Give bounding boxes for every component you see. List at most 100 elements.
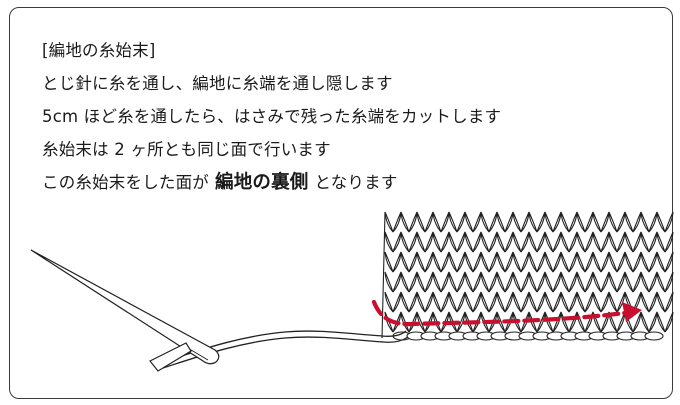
stitch-loop (568, 211, 578, 233)
stitch-loop (488, 291, 498, 313)
arrow-head-icon (622, 302, 642, 322)
step-cutting: 5cm ほど糸を通したら、はさみで残った糸端をカットします (42, 107, 502, 126)
stitch-loop (552, 271, 562, 293)
stitch-loop (592, 251, 602, 273)
stitch-loop (664, 211, 674, 233)
stitch-loop (640, 271, 650, 293)
stitch-loop (408, 231, 418, 253)
stitch-loop (552, 211, 562, 233)
stitch-loop (480, 211, 490, 233)
stitch-loop (520, 211, 530, 233)
instruction-text: [編地の糸始末] とじ針に糸を通し、編地に糸端を通し隠します 5cm ほど糸を通… (42, 34, 501, 199)
stitch-loop (592, 231, 602, 253)
stitch-loop (600, 291, 610, 313)
stitch-loop (520, 251, 530, 273)
stitch-loop (392, 251, 402, 273)
stitch-loop (528, 271, 538, 293)
stitch-loop (408, 211, 418, 233)
stitch-loop (536, 291, 546, 313)
stitch-loop (552, 231, 562, 253)
stitch-loop (408, 251, 418, 273)
stitch-loop (616, 271, 626, 293)
stitch-loop (608, 271, 618, 293)
stitch-loop (464, 211, 474, 233)
stitch-loop (384, 291, 394, 313)
section-title: [編地の糸始末] (42, 41, 156, 60)
stitch-loop (584, 231, 594, 253)
stitch-loop (576, 231, 586, 253)
stitch-loop (480, 291, 490, 313)
stitch-loop (464, 291, 474, 313)
stitch-loop (496, 291, 506, 313)
stitch-loop (568, 251, 578, 273)
stitch-loop (448, 291, 458, 313)
stitch-loop (648, 291, 658, 313)
stitch-loop (528, 291, 538, 313)
stitch-loop (456, 271, 466, 293)
stitch-loop (584, 211, 594, 233)
stitch-loop (448, 231, 458, 253)
stitch-loop (648, 251, 658, 273)
stitch-loop (440, 231, 450, 253)
stitch-loop (416, 251, 426, 273)
stitch-loop (400, 251, 410, 273)
stitch-loop (576, 251, 586, 273)
stitch-loop (600, 271, 610, 293)
stitch-loop (576, 211, 586, 233)
stitch-loop (488, 231, 498, 253)
stitch-loop (608, 291, 618, 313)
stitch-loop (632, 231, 642, 253)
stitch-loop (416, 211, 426, 233)
stitch-loop (576, 271, 586, 293)
stitch-loop (424, 231, 434, 253)
stitch-loop (392, 211, 402, 233)
stitch-loop (632, 311, 642, 333)
edge-stitch (644, 331, 664, 341)
stitch-loop (504, 211, 514, 233)
stitch-loop (512, 271, 522, 293)
stitch-loop (512, 211, 522, 233)
stitch-loop (624, 251, 634, 273)
stitch-loop (432, 291, 442, 313)
stitch-loop (640, 311, 650, 333)
wrong-side-pre: この糸始末をした面が (42, 173, 209, 192)
stitch-loop (528, 231, 538, 253)
stitch-loop (664, 251, 674, 273)
stitch-loop (560, 211, 570, 233)
stitch-loop (624, 271, 634, 293)
stitch-loop (504, 291, 514, 313)
stitch-loop (632, 211, 642, 233)
stitch-loop (656, 251, 666, 273)
stitch-loop (528, 211, 538, 233)
step-same-side: 糸始末は 2 ヶ所とも同じ面で行います (42, 140, 331, 159)
stitch-loop (440, 211, 450, 233)
stitch-loop (616, 231, 626, 253)
stitch-loop (400, 291, 410, 313)
stitch-loop (512, 291, 522, 313)
stitch-loop (432, 231, 442, 253)
stitch-loop (584, 251, 594, 273)
stitch-loop (480, 231, 490, 253)
stitch-loop (456, 251, 466, 273)
stitch-loop (472, 231, 482, 253)
stitch-loop (488, 251, 498, 273)
stitch-loop (384, 271, 394, 293)
stitch-loop (600, 211, 610, 233)
stitch-loop (640, 231, 650, 253)
stitch-loop (384, 231, 394, 253)
stitch-loop (504, 231, 514, 253)
stitch-loop (504, 251, 514, 273)
stitch-loop (576, 291, 586, 313)
stitch-loop (480, 251, 490, 273)
stitch-loop (544, 271, 554, 293)
stitch-loop (656, 311, 666, 333)
stitch-loop (600, 231, 610, 253)
stitch-loop (544, 311, 554, 333)
wrong-side-emphasis: 編地の裏側 (215, 172, 309, 193)
stitch-loop (632, 271, 642, 293)
fabric-edge (381, 211, 386, 339)
stitch-loop (608, 211, 618, 233)
stitch-loop (472, 291, 482, 313)
stitch-loop (560, 311, 570, 333)
